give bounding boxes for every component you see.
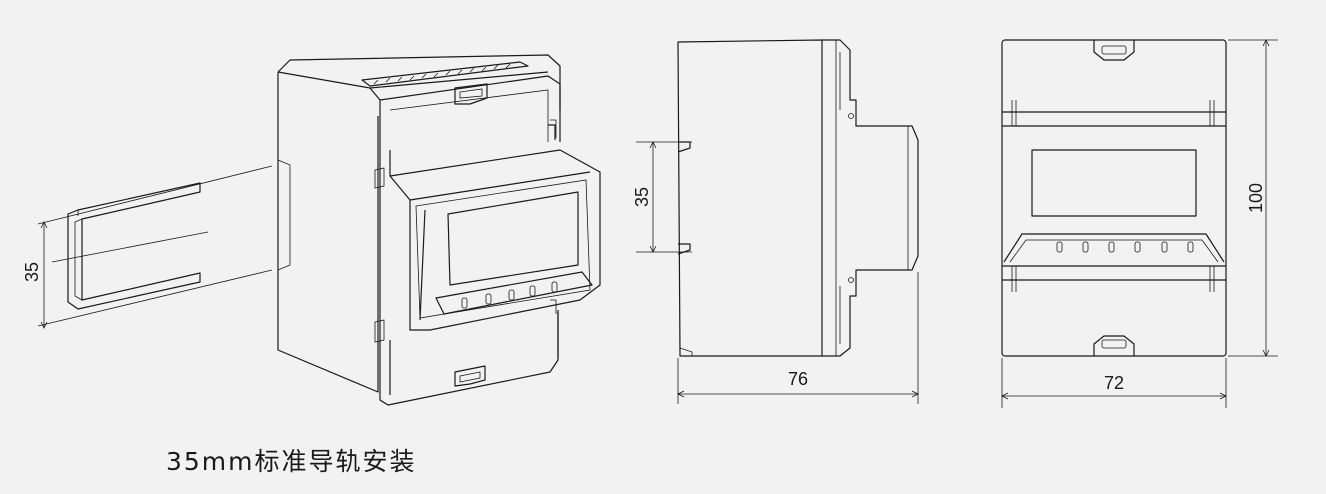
isometric-view: 35 xyxy=(22,54,601,406)
meter-body-iso xyxy=(277,54,601,406)
front-width-dimension: 72 xyxy=(1001,358,1227,408)
side-view: 35 76 xyxy=(632,39,919,404)
front-height-dimension: 100 xyxy=(1228,39,1278,357)
side-rail-dimension: 35 xyxy=(632,141,692,253)
front-view: 100 72 xyxy=(1001,39,1278,408)
iso-rail-dimension-label: 35 xyxy=(22,262,42,282)
caption: 35mm标准导轨安装 xyxy=(166,447,417,476)
front-width-dimension-label: 72 xyxy=(1104,373,1124,393)
side-rail-dimension-label: 35 xyxy=(632,187,652,207)
front-height-dimension-label: 100 xyxy=(1246,183,1266,213)
din-rail xyxy=(37,165,273,327)
iso-rail-dimension: 35 xyxy=(22,221,48,329)
side-width-dimension: 76 xyxy=(677,272,919,404)
side-width-dimension-label: 76 xyxy=(788,369,808,389)
